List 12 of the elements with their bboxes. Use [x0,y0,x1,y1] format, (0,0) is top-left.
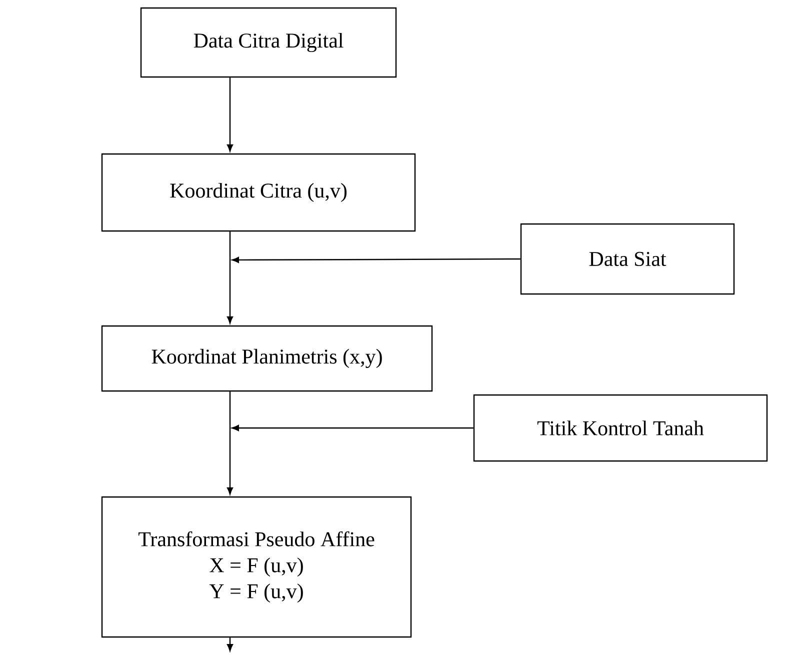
process-box: Koordinat Citra (u,v) [101,153,416,232]
arrow [226,78,234,152]
arrow [232,424,474,432]
arrow [232,256,520,263]
process-box: Data Siat [520,223,735,295]
process-box: Data Citra Digital [140,7,397,78]
process-box: Titik Kontrol Tanah [473,394,768,462]
arrow [226,638,234,652]
process-box: Transformasi Pseudo Affine X = F (u,v) Y = F (u,v) [101,496,412,638]
arrow [226,392,234,495]
process-box: Koordinat Planimetris (x,y) [101,325,433,392]
arrow [226,232,234,324]
